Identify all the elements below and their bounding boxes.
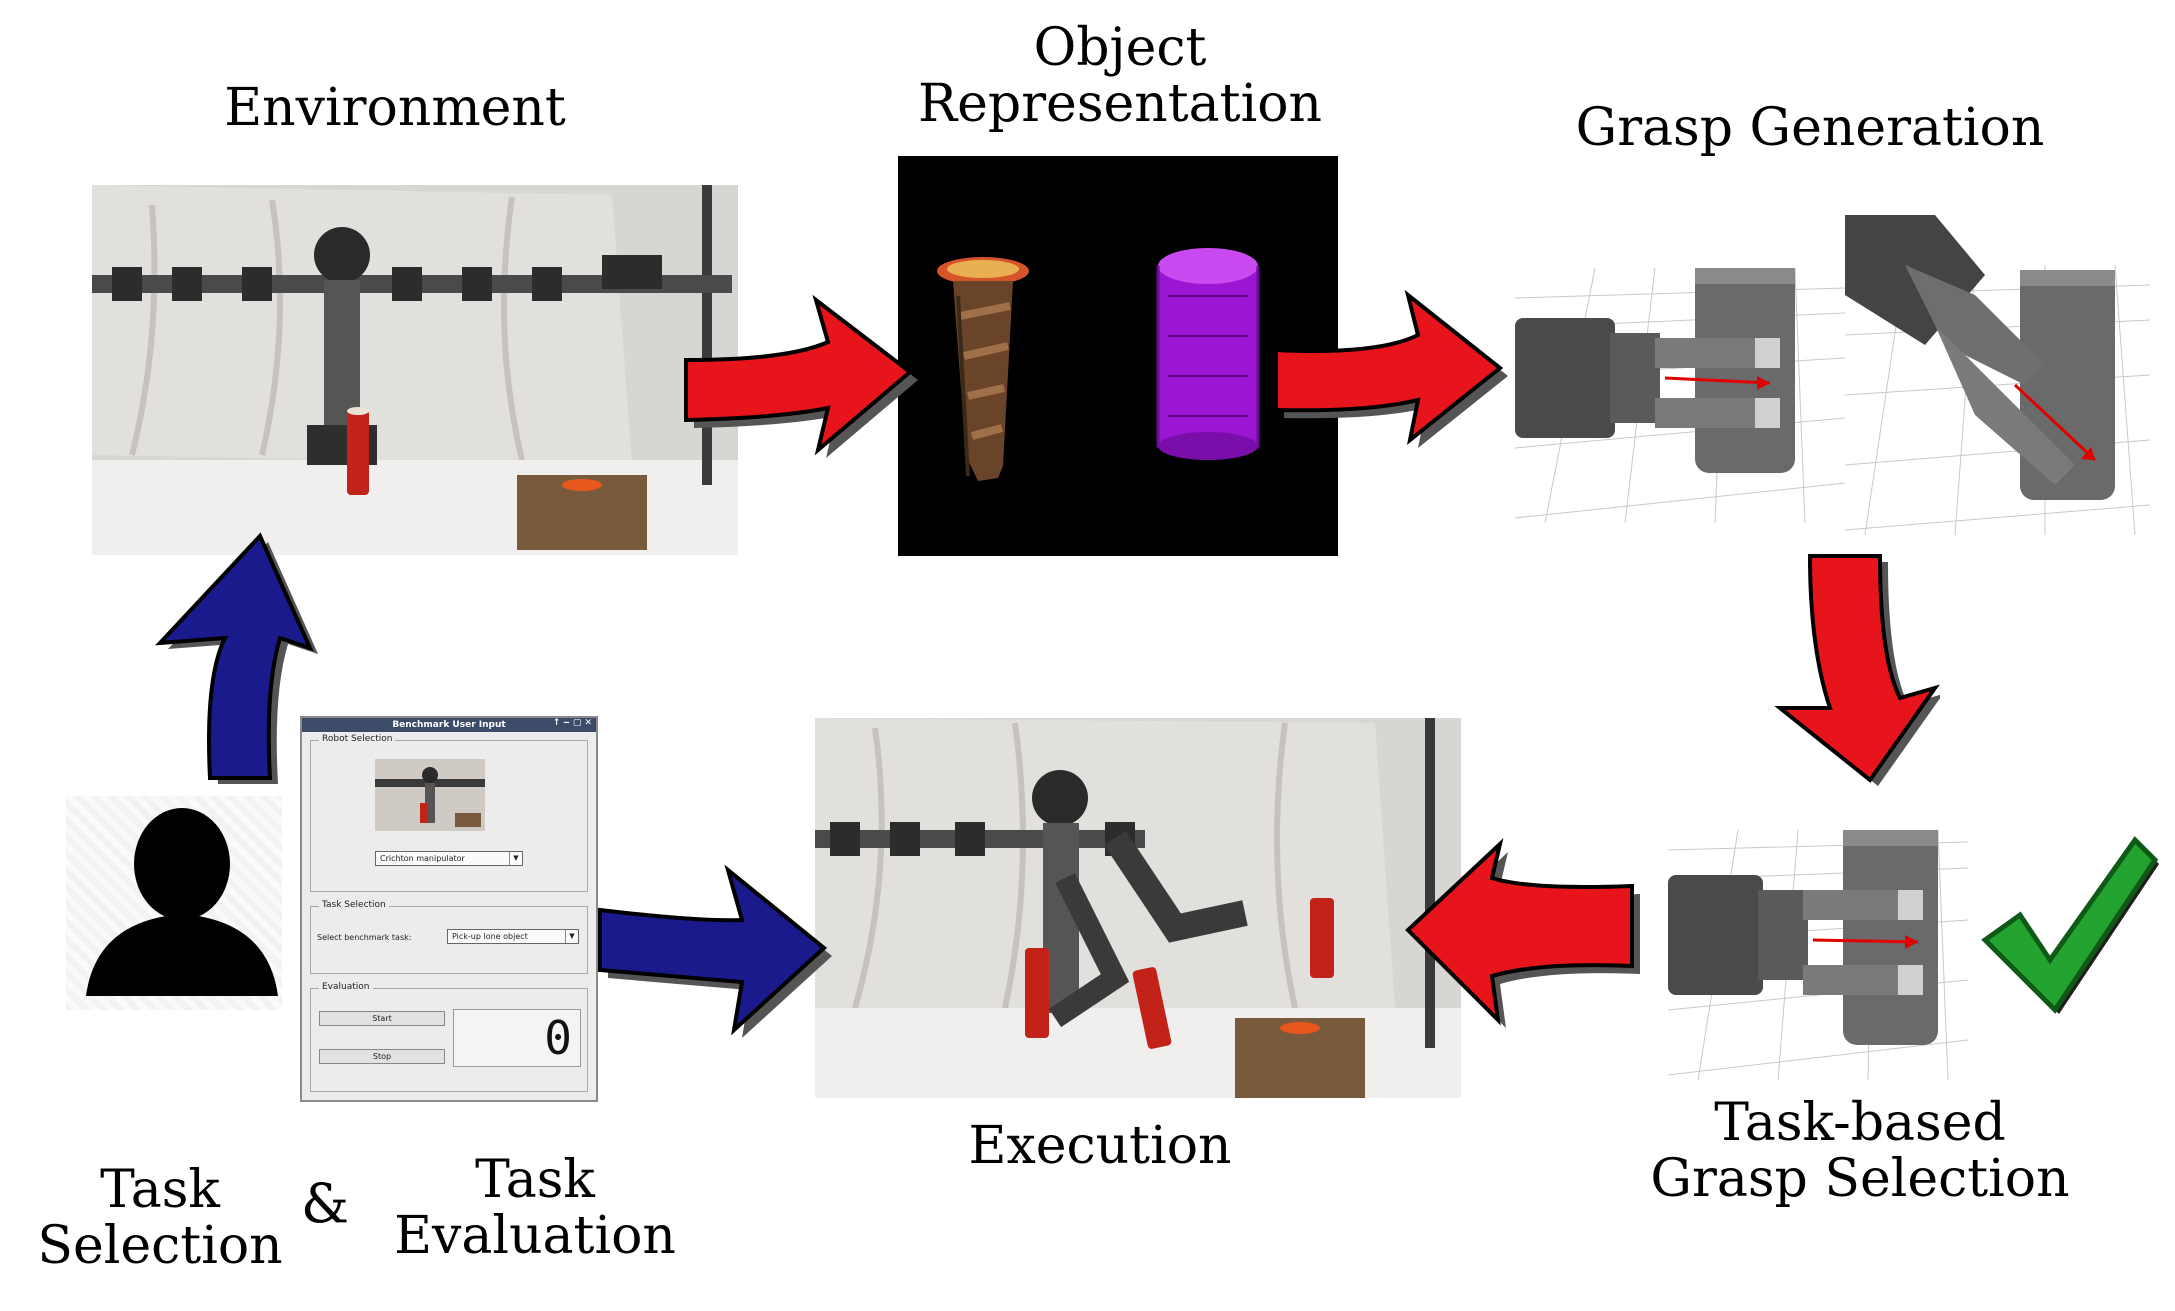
environment-photo (92, 185, 738, 555)
object-representation-line1: Object (1033, 18, 1207, 78)
grasp-generation-panel-1 (1515, 268, 1845, 523)
task-selection-label: Task Selection (30, 1162, 290, 1274)
task-selection-line1: Task (100, 1160, 220, 1220)
task-selection-group: Task Selection Select benchmark task: Pi… (310, 900, 588, 974)
person-icon (66, 796, 282, 1010)
task-label: Select benchmark task: (317, 933, 412, 942)
robot-dropdown-value: Crichton manipulator (380, 854, 465, 863)
task-selection-legend: Task Selection (319, 900, 389, 910)
task-based-grasp-selection-label: Task-based Grasp Selection (1620, 1095, 2100, 1207)
window-controls[interactable]: ↑ ‒ ▢ ✕ (552, 718, 592, 728)
evaluation-legend: Evaluation (319, 982, 373, 992)
task-selection-line2: Selection (37, 1216, 283, 1277)
arrow-person-to-environment (155, 532, 318, 784)
task-evaluation-label: Task Evaluation (380, 1152, 690, 1264)
task-based-line2: Grasp Selection (1650, 1149, 2070, 1210)
task-dropdown-value: Pick-up lone object (452, 932, 528, 941)
chevron-down-icon: ▼ (509, 852, 522, 865)
object-representation-panel (898, 156, 1338, 556)
arrow-grasp-to-selection (1774, 554, 1940, 786)
evaluation-counter: 0 (453, 1009, 581, 1067)
grasp-generation-panel-2 (1845, 215, 2150, 535)
robot-selection-legend: Robot Selection (319, 734, 396, 744)
benchmark-user-input-window: Benchmark User Input ↑ ‒ ▢ ✕ Robot Selec… (300, 716, 598, 1102)
stop-button[interactable]: Stop (319, 1049, 445, 1064)
environment-label: Environment (224, 78, 566, 138)
chevron-down-icon: ▼ (565, 930, 578, 943)
object-representation-label: Object Representation (880, 20, 1360, 132)
task-evaluation-line2: Evaluation (394, 1206, 676, 1267)
task-based-line1: Task-based (1714, 1093, 2006, 1153)
cylinder-model (1156, 248, 1260, 460)
evaluation-group: Evaluation Start Stop 0 (310, 982, 588, 1092)
grasp-generation-label: Grasp Generation (1575, 98, 2045, 158)
window-title: Benchmark User Input (392, 720, 506, 730)
check-icon (1981, 836, 2159, 1014)
task-dropdown[interactable]: Pick-up lone object ▼ (447, 929, 579, 944)
ampersand-label: & (300, 1172, 350, 1235)
point-cloud-object (937, 257, 1029, 481)
execution-label: Execution (968, 1116, 1232, 1176)
arrow-selection-to-execution (1405, 838, 1640, 1028)
arrow-object-to-grasp (1274, 290, 1508, 448)
robot-dropdown[interactable]: Crichton manipulator ▼ (375, 851, 523, 866)
robot-thumbnail (375, 759, 485, 831)
execution-photo (815, 718, 1461, 1098)
start-button[interactable]: Start (319, 1011, 445, 1026)
arrow-gui-to-execution (598, 864, 832, 1038)
task-evaluation-line1: Task (475, 1150, 595, 1210)
object-representation-line2: Representation (917, 74, 1322, 135)
robot-selection-group: Robot Selection Crichton manipulator ▼ (310, 734, 588, 892)
arrow-env-to-object (684, 294, 918, 458)
task-based-grasp-panel (1668, 830, 1968, 1080)
window-titlebar: Benchmark User Input ↑ ‒ ▢ ✕ (302, 718, 596, 732)
